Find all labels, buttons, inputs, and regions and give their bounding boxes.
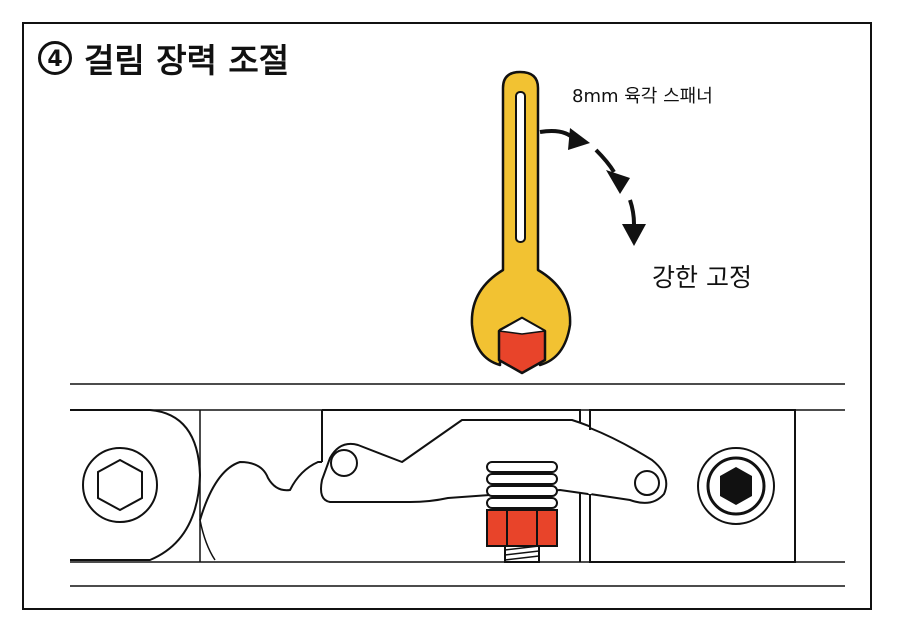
hex-nut-icon	[497, 316, 547, 375]
latch-hook	[199, 460, 322, 561]
lever-pivot-hole	[634, 470, 660, 496]
clockwise-dashed-arrow-icon	[539, 128, 646, 246]
hex-socket-bolt-icon-left	[82, 447, 158, 523]
step-title-text: 걸림 장력 조절	[84, 41, 290, 80]
tool-label: 8mm 육각 스패너	[572, 86, 713, 107]
step-title: 4 걸림 장력 조절	[38, 34, 289, 82]
compression-spring	[486, 461, 558, 509]
center-housing	[321, 409, 581, 562]
tension-nut-icon	[486, 509, 558, 547]
step-number-badge: 4	[38, 41, 72, 75]
action-label: 강한 고정	[652, 263, 752, 292]
wrench-icon	[470, 70, 572, 367]
hex-socket-bolt-icon-right	[697, 447, 775, 525]
threaded-rod	[504, 544, 540, 563]
wrench-slot	[515, 91, 526, 243]
